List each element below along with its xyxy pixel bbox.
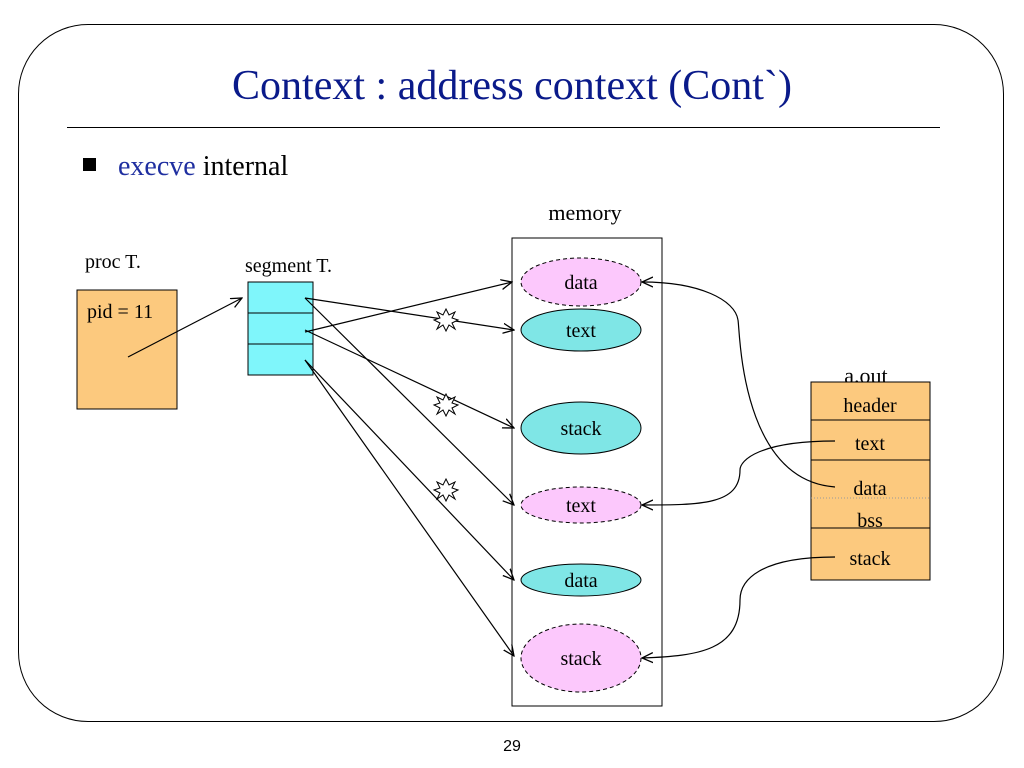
- segment-row3-to-old-data-arrow: [304, 359, 514, 580]
- aout-section-bss: bss: [857, 510, 883, 532]
- segment-row3-to-new-stack-arrow: [304, 359, 514, 656]
- break-mark-icon: [432, 477, 460, 503]
- slide-title: Context : address context (Cont`): [232, 63, 792, 109]
- break-mark-icon: [432, 392, 460, 418]
- segment-table-row: [247, 343, 314, 376]
- slide-frame: [18, 24, 1004, 722]
- title-rule: [67, 127, 940, 128]
- memory-region-label: text: [566, 320, 596, 342]
- aout-section-text: text: [855, 433, 885, 455]
- memory-region-label: stack: [560, 648, 601, 670]
- memory-label: memory: [548, 200, 621, 225]
- aout-file: header text data bss stack: [810, 381, 931, 581]
- aout-box: [810, 381, 931, 581]
- segment-row2-to-old-stack-arrow: [304, 329, 514, 428]
- aout-section-header: header: [843, 395, 897, 417]
- segment-row1-to-old-text-arrow: [304, 297, 514, 330]
- segment-table-row: [247, 281, 314, 314]
- segment-table-label: segment T.: [245, 255, 332, 277]
- bullet-text: internal: [202, 151, 289, 182]
- proc-to-segment-arrow: [127, 298, 242, 358]
- memory-region-label: stack: [560, 418, 601, 440]
- memory-region-text-current: [520, 308, 642, 352]
- proc-table-label: proc T.: [85, 251, 141, 273]
- break-mark-icon: [432, 307, 460, 333]
- segment-row1-to-new-text-arrow: [304, 297, 514, 505]
- bullet-item: execve internal: [83, 151, 288, 183]
- bullet-square-icon: [83, 158, 96, 171]
- aout-stack-to-memory-arrow: [642, 556, 836, 658]
- memory-region-data-current: [520, 563, 642, 597]
- memory-region-label: data: [564, 570, 597, 592]
- memory-region-label: data: [564, 272, 597, 294]
- segment-table-row: [247, 312, 314, 345]
- proc-table-box: [76, 289, 178, 410]
- aout-section-data: data: [853, 478, 886, 500]
- segment-row2-to-new-data-arrow: [304, 282, 512, 333]
- aout-data-to-memory-arrow: [642, 282, 836, 488]
- memory-regions: data text stack text data stack: [520, 257, 642, 693]
- memory-region-label: text: [566, 495, 596, 517]
- segment-table: [247, 281, 314, 376]
- page-number: 29: [503, 738, 521, 755]
- bullet-keyword: execve: [118, 151, 196, 182]
- proc-pid-field: pid = 11: [87, 301, 153, 323]
- aout-section-stack: stack: [849, 548, 890, 570]
- memory-region-stack-current: [520, 401, 642, 455]
- aout-text-to-memory-arrow: [642, 440, 836, 505]
